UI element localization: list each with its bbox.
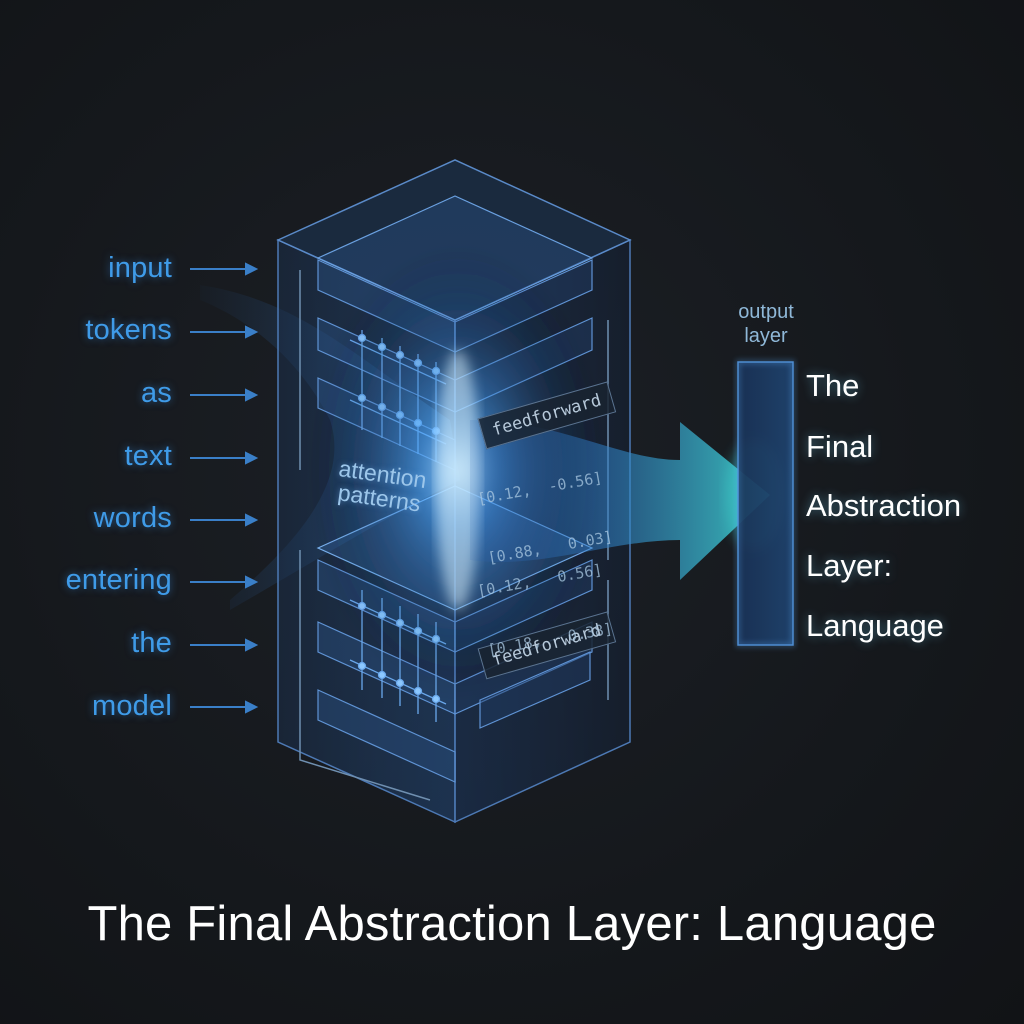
matrix-row: [0.18, 0.38] [486,619,614,660]
output-text-line: The [806,368,860,403]
matrix-row: [0.12, -0.56] [475,468,604,509]
input-word: words [93,502,172,534]
output-text-line: Abstraction [806,488,962,523]
output-text-line: Layer: [806,548,893,583]
core-beam [436,350,480,610]
output-layer-glow [736,360,795,647]
input-word: as [140,377,172,409]
input-word: tokens [85,314,172,346]
matrix-row: [0.12, 0.56] [475,560,604,601]
output-layer-bar [737,361,794,646]
output-arrow [470,420,770,580]
input-word: entering [65,564,172,596]
input-word: the [131,627,172,659]
input-word: input [108,252,172,284]
page-title: The Final Abstraction Layer: Language [87,897,937,951]
input-word: model [92,690,172,722]
input-word: text [124,440,172,472]
matrix-lower: [0.12, 0.56] [0.18, 0.38] [469,520,618,680]
input-arrows [190,262,259,714]
output-text-line: Final [806,429,874,464]
output-text-line: Language [806,608,944,643]
output-layer-label: output layer [738,301,794,347]
